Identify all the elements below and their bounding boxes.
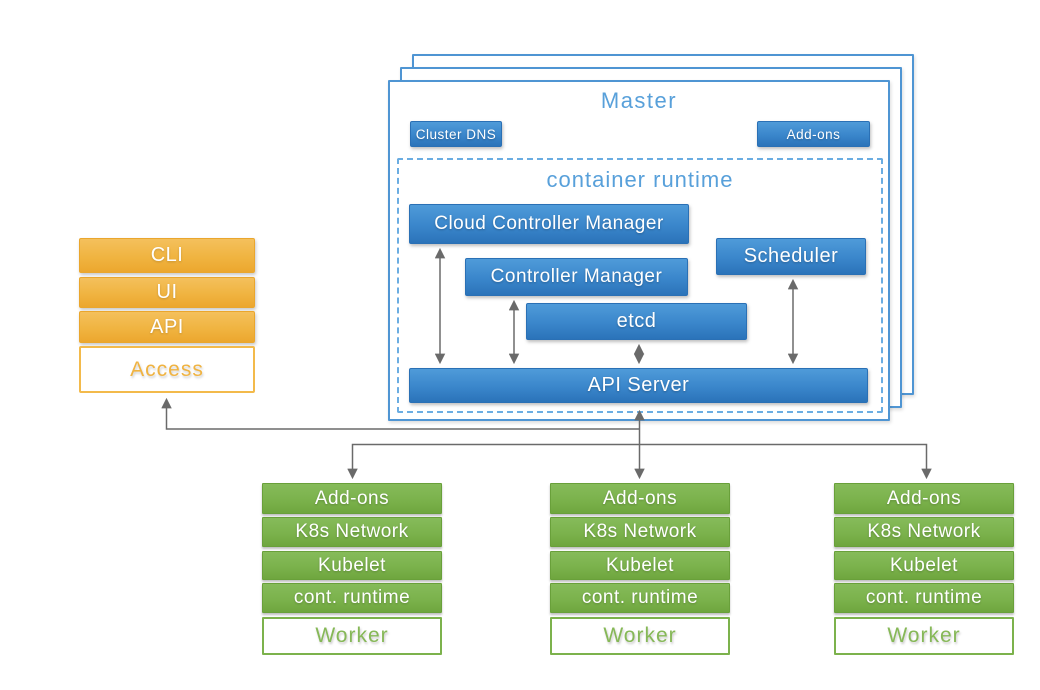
worker3-cell-cont-runtime: cont. runtime [834,583,1014,613]
worker2-cell-kubelet: Kubelet [550,551,730,580]
worker2-cell-addons: Add-ons [550,483,730,514]
worker1-cell-kubelet: Kubelet [262,551,442,580]
access-cell-api: API [79,311,255,343]
master-title: Master [600,88,678,113]
cloud-controller-manager-box: Cloud Controller Manager [409,204,689,244]
worker3-label-box: Worker [834,617,1014,655]
worker3-cell-addons: Add-ons [834,483,1014,514]
worker3-cell-kubelet: Kubelet [834,551,1014,580]
access-cell-cli: CLI [79,238,255,273]
worker2-cell-k8s-network: K8s Network [550,517,730,547]
access-cell-ui: UI [79,277,255,308]
etcd-box: etcd [526,303,747,340]
api-server-box: API Server [409,368,868,403]
worker1-label-box: Worker [262,617,442,655]
worker3-cell-k8s-network: K8s Network [834,517,1014,547]
apiserver-worker1-worker3-arrow [347,443,932,480]
worker1-cell-cont-runtime: cont. runtime [262,583,442,613]
worker1-cell-addons: Add-ons [262,483,442,514]
cluster-dns-box: Cluster DNS [410,121,502,147]
addons-master-box: Add-ons [757,121,870,147]
access-label-box: Access [79,346,255,393]
worker1-cell-k8s-network: K8s Network [262,517,442,547]
worker2-cell-cont-runtime: cont. runtime [550,583,730,613]
container-runtime-label: container runtime [546,167,734,192]
worker2-label-box: Worker [550,617,730,655]
controller-manager-box: Controller Manager [465,258,688,296]
scheduler-box: Scheduler [716,238,866,275]
